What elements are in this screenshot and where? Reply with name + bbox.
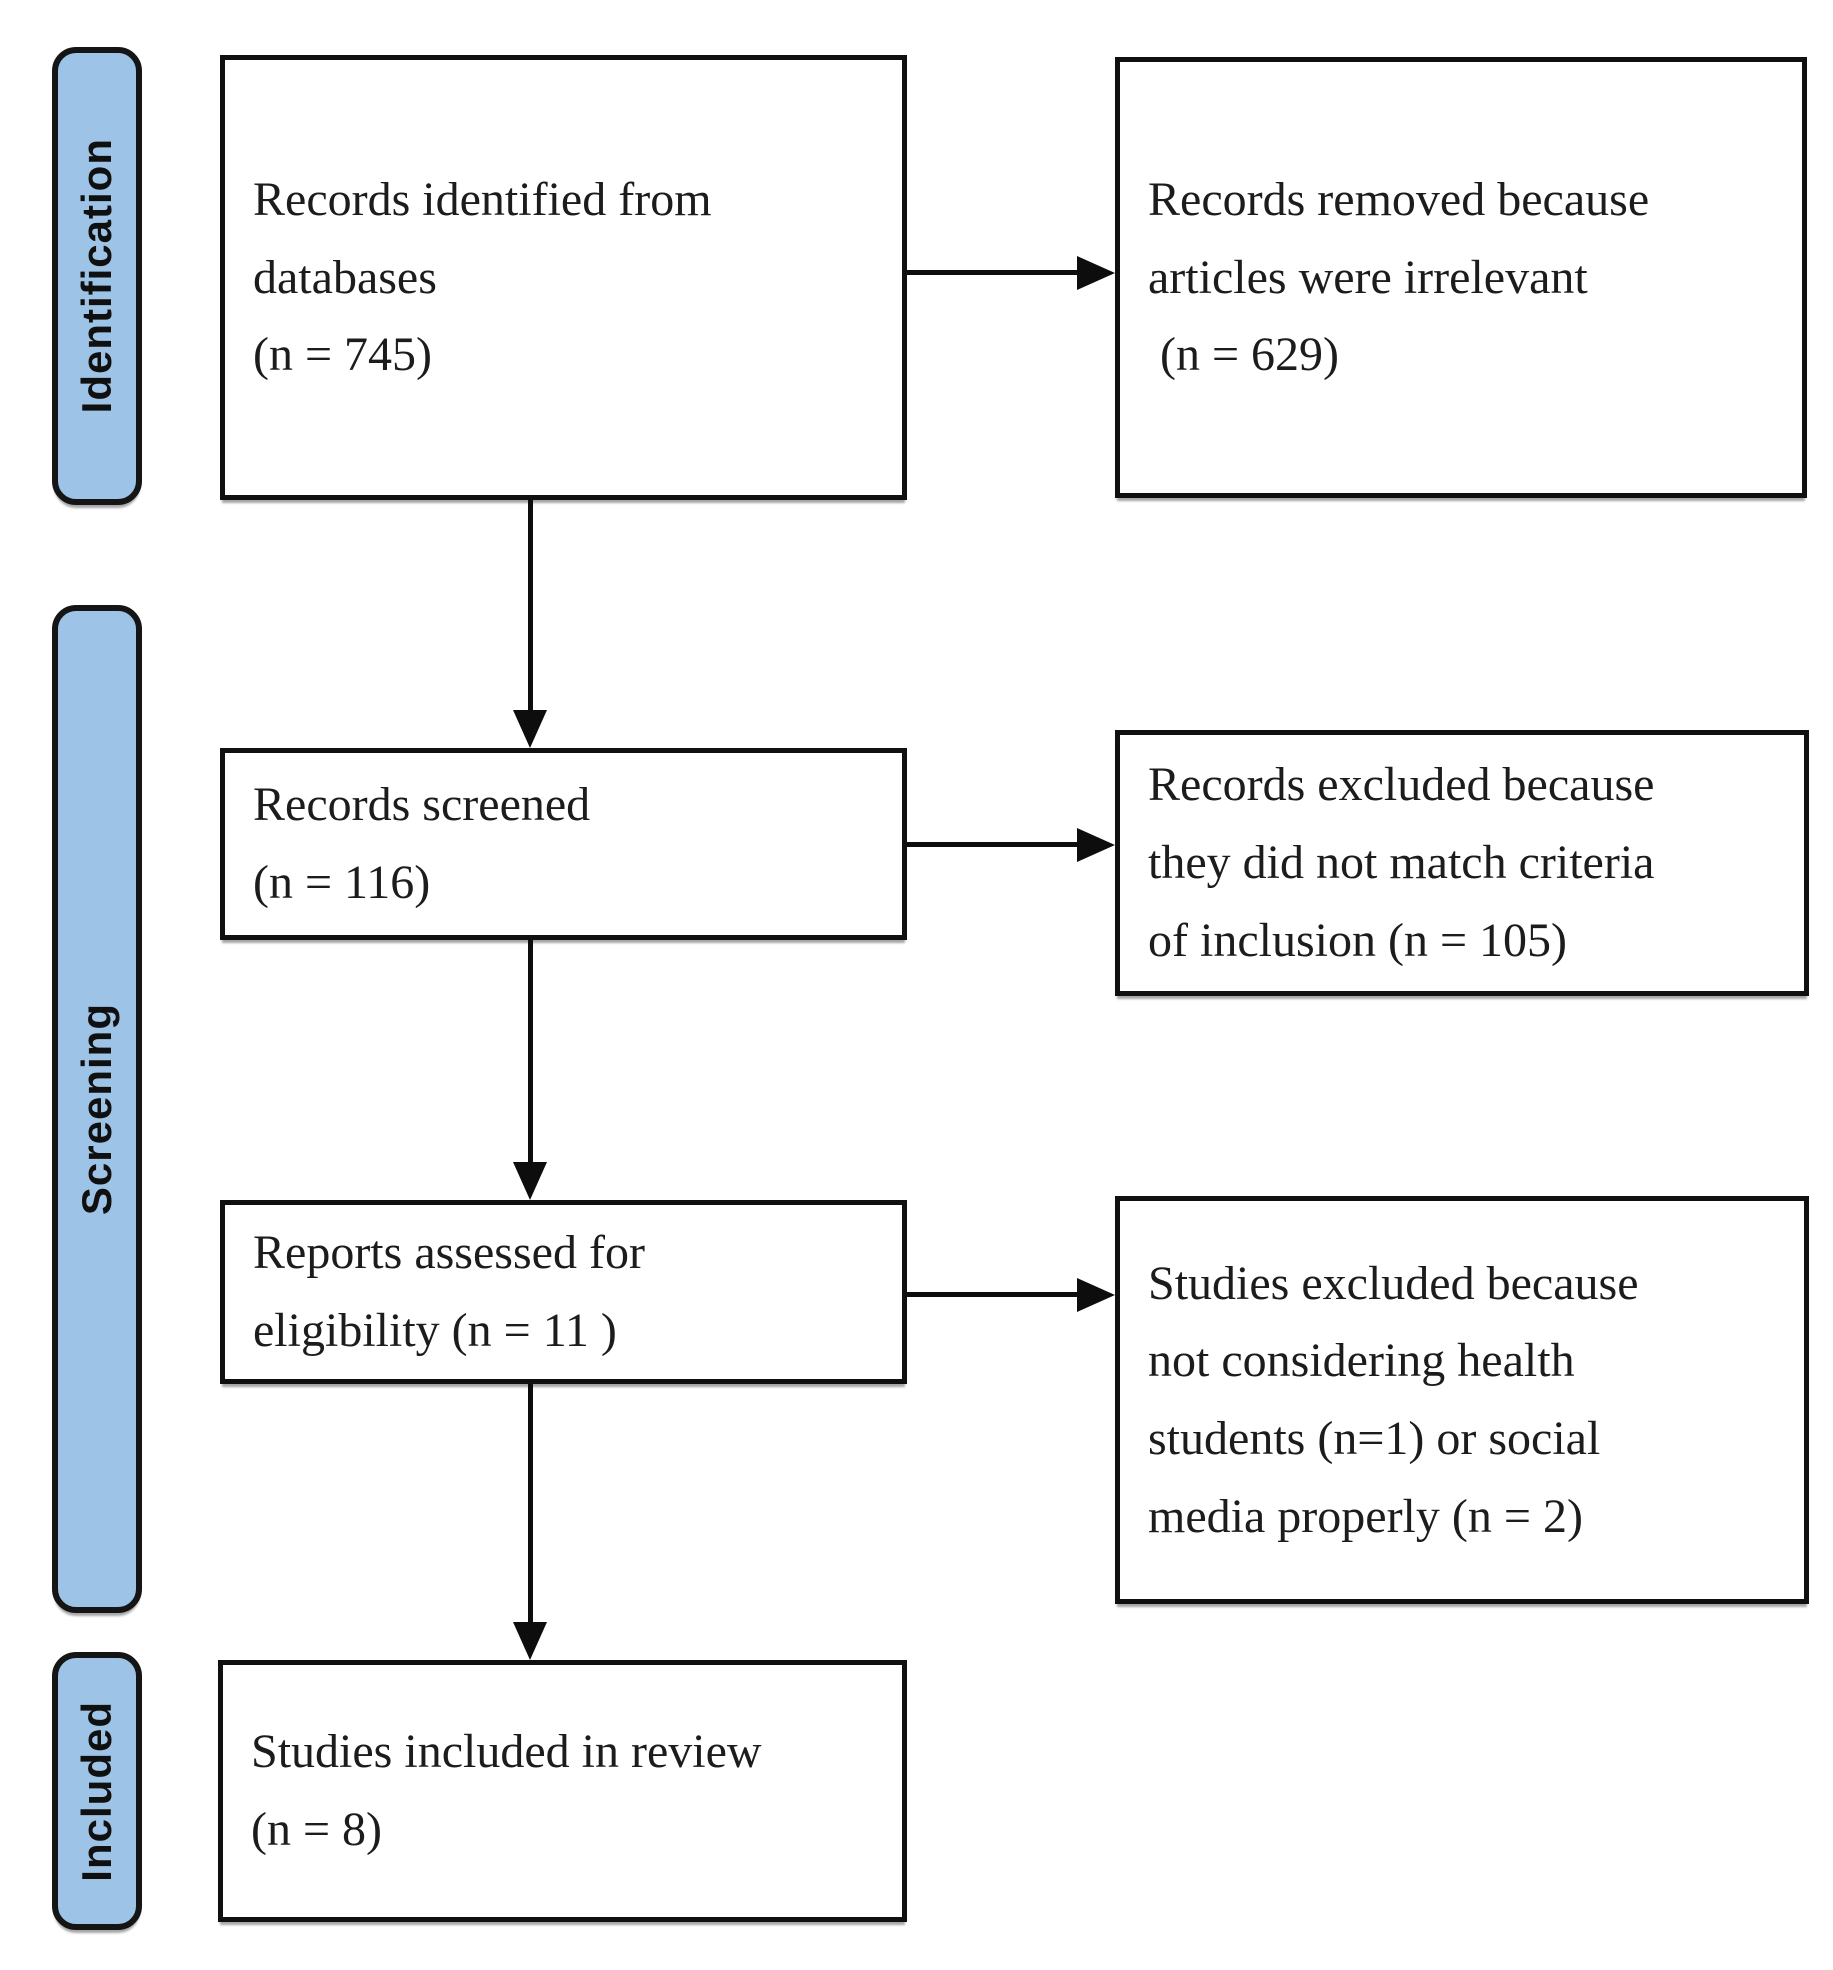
arrow-down-icon — [513, 1162, 547, 1200]
arrow-assessed-to-included-line — [528, 1384, 533, 1622]
stage-band-included: Included — [52, 1652, 142, 1930]
box-studies-included: Studies included in review (n = 8) — [218, 1660, 907, 1922]
arrow-identified-to-screened-line — [528, 500, 533, 710]
arrow-screened-to-assessed-line — [528, 940, 533, 1162]
stage-label-identification: Identification — [73, 138, 120, 414]
stage-label-included: Included — [73, 1700, 120, 1882]
stage-label-screening: Screening — [73, 1002, 120, 1216]
box-studies-included-text: Studies included in review (n = 8) — [251, 1725, 762, 1856]
box-records-screened-text: Records screened (n = 116) — [253, 778, 591, 909]
arrow-right-icon — [1077, 1278, 1115, 1312]
arrow-down-icon — [513, 1622, 547, 1660]
box-studies-excluded: Studies excluded because not considering… — [1115, 1196, 1809, 1604]
stage-band-screening: Screening — [52, 605, 142, 1613]
arrow-down-icon — [513, 710, 547, 748]
box-records-identified-text: Records identified from databases (n = 7… — [253, 172, 712, 382]
box-studies-excluded-text: Studies excluded because not considering… — [1148, 1256, 1639, 1543]
box-records-excluded-text: Records excluded because they did not ma… — [1148, 758, 1655, 967]
box-records-screened: Records screened (n = 116) — [220, 748, 907, 940]
arrow-right-icon — [1077, 828, 1115, 862]
arrow-identified-to-removed-line — [907, 270, 1077, 275]
box-records-identified: Records identified from databases (n = 7… — [220, 55, 907, 500]
arrow-right-icon — [1077, 256, 1115, 290]
stage-band-identification: Identification — [52, 47, 142, 505]
box-reports-assessed: Reports assessed for eligibility (n = 11… — [220, 1200, 907, 1384]
box-records-excluded: Records excluded because they did not ma… — [1115, 730, 1809, 996]
arrow-assessed-to-excluded-line — [907, 1292, 1077, 1297]
box-records-removed: Records removed because articles were ir… — [1115, 57, 1807, 498]
box-reports-assessed-text: Reports assessed for eligibility (n = 11… — [253, 1226, 645, 1357]
arrow-screened-to-excluded-line — [907, 842, 1077, 847]
box-records-removed-text: Records removed because articles were ir… — [1148, 172, 1650, 382]
